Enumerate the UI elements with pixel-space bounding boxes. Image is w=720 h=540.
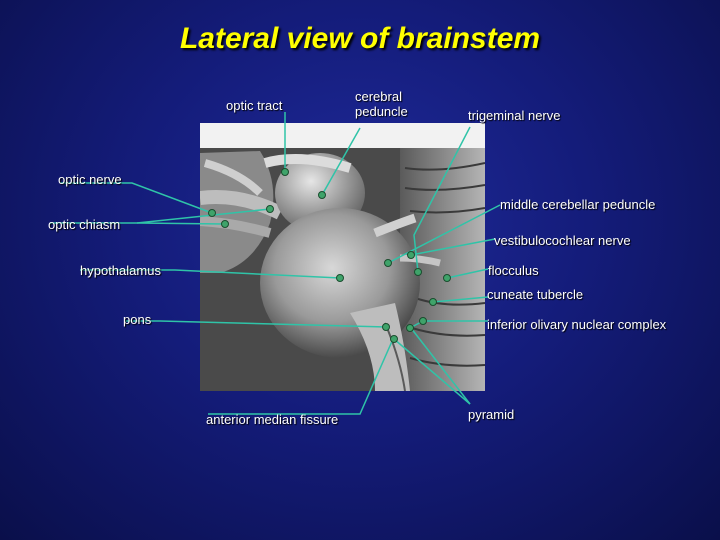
label-vestibulocochlear-nerve: vestibulocochlear nerve — [494, 233, 631, 248]
label-flocculus: flocculus — [488, 263, 539, 278]
leader-line-anterior-median-fissure — [208, 338, 394, 415]
leader-line-middle-cerebellar-peduncle — [387, 204, 501, 264]
label-anterior-median-fissure: anterior median fissure — [206, 412, 339, 427]
label-optic-tract: optic tract — [226, 98, 283, 113]
leader-line-pons — [125, 320, 387, 328]
leader-line-vestibulocochlear-nerve — [410, 238, 496, 256]
label-optic-chiasm: optic chiasm — [48, 217, 121, 232]
leader-line-hypothalamus — [80, 269, 341, 279]
label-hypothalamus: hypothalamus — [80, 263, 161, 278]
label-pons: pons — [123, 312, 152, 327]
label-trigeminal-nerve: trigeminal nerve — [468, 108, 561, 123]
leader-line-trigeminal-nerve — [413, 126, 471, 273]
label-middle-cerebellar-peduncle: middle cerebellar peduncle — [500, 197, 656, 212]
leader-line-cuneate-tubercle — [432, 296, 489, 303]
leader-line-flocculus — [446, 268, 489, 279]
leader-line-optic-chiasm-branch — [136, 222, 226, 225]
leader-line-optic-nerve — [60, 182, 213, 214]
label-optic-nerve: optic nerve — [58, 172, 122, 187]
leader-line-pyramid — [410, 327, 471, 405]
leader-line-pyramid-branch — [393, 338, 471, 405]
leader-line-cerebral-peduncle — [321, 127, 361, 196]
label-pyramid: pyramid — [468, 407, 515, 422]
slide-title: Lateral view of brainstem — [179, 22, 541, 55]
label-cuneate-tubercle: cuneate tubercle — [487, 287, 584, 302]
label-cerebral-peduncle: cerebral peduncle — [355, 89, 408, 119]
label-inferior-olivary-nuclear-complex: inferior olivary nuclear complex — [487, 317, 667, 332]
